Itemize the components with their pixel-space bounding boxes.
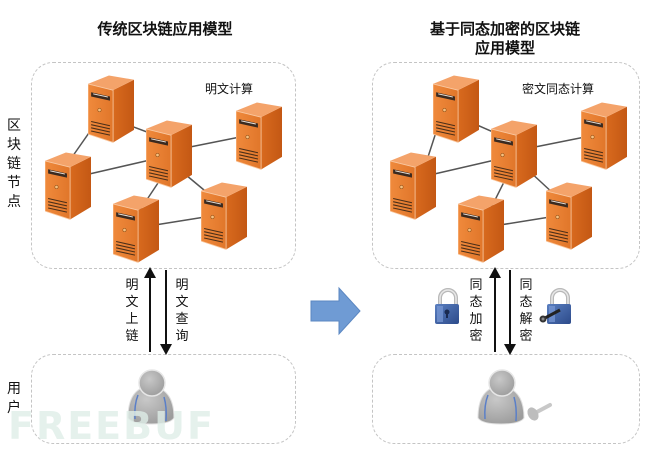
lock-icon [435,288,459,324]
link [429,159,496,176]
server-icon [236,102,282,170]
left-network [45,75,282,263]
link [84,159,151,176]
user-icon [477,369,525,425]
right-arrow-icon [310,286,361,336]
left-compute-label: 明文计算 [205,82,254,96]
left-query-label: 明文查询 [175,278,189,344]
right-encrypt-label: 同态加密 [469,278,483,344]
right-node-panel [372,62,640,269]
user-icon [127,369,175,425]
row-label-blockchain-nodes: 区块链节点 [7,118,21,210]
left-upload-arrow [144,267,156,352]
server-icon [546,182,592,250]
server-icon [581,102,627,170]
right-user-panel [372,354,640,444]
right-title-line2: 应用模型 [474,39,535,57]
left-query-arrow [160,270,172,355]
left-upload-label: 明文上链 [125,278,139,344]
right-encrypt-arrow [489,267,501,352]
server-icon [45,152,91,220]
lock-key-icon [539,288,571,324]
server-icon [458,195,504,263]
row-label-user: 用户 [7,381,21,416]
server-icon [390,152,436,220]
right-title-line1: 基于同态加密的区块链 [429,20,580,38]
left-node-panel [31,62,296,269]
server-icon [146,120,192,188]
right-decrypt-label: 同态解密 [519,278,533,344]
server-icon [201,182,247,250]
server-icon [113,195,159,263]
link [184,136,241,149]
server-icon [433,75,479,143]
right-compute-label: 密文同态计算 [522,82,595,96]
key-icon [527,403,552,421]
link [154,216,206,226]
server-icon [88,75,134,143]
link [529,136,586,149]
watermark: FREEBUF [8,404,215,448]
server-icon [491,120,537,188]
right-decrypt-arrow [504,270,516,355]
link [499,216,551,226]
right-network [390,75,627,263]
left-user-panel [31,354,296,444]
left-title: 传统区块链应用模型 [97,20,233,38]
